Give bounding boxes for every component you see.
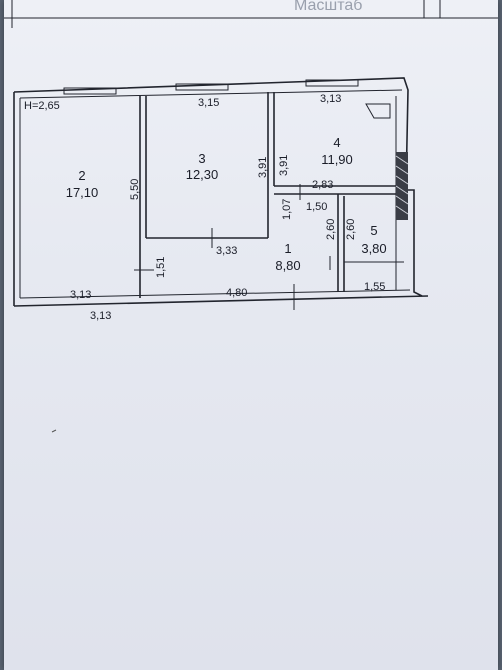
dimension-labels: 3,15 3,13 5,50 3,91 3,91 2,83 1,50 1,07 … <box>70 93 385 322</box>
dim-room3-top: 3,15 <box>198 97 219 109</box>
dim-room4-bottom: 2,83 <box>312 179 333 191</box>
windows <box>63 79 359 95</box>
header-frame: Масштаб <box>4 0 498 28</box>
room-1-area: 8,80 <box>275 258 300 273</box>
dim-room3-side: 3,91 <box>257 157 269 178</box>
room-1: 1 8,80 <box>275 241 300 273</box>
dim-corridor-b: 2,60 <box>345 219 357 240</box>
ventilation-shaft <box>395 152 409 220</box>
dim-room4-side: 3,91 <box>278 155 290 176</box>
dim-hall-bottom: 4,80 <box>226 287 247 299</box>
stamp-text: Масштаб <box>294 0 362 14</box>
dim-overall-bottom: 3,13 <box>90 310 111 322</box>
ceiling-height-label: H=2,65 <box>24 100 60 112</box>
room-5-number: 5 <box>370 223 377 238</box>
room-4-area: 11,90 <box>321 152 353 167</box>
floor-plan: Масштаб <box>4 0 498 433</box>
dim-room4-top: 3,13 <box>320 93 341 105</box>
dim-corridor-left: 1,07 <box>281 199 293 220</box>
room-2-number: 2 <box>78 168 85 183</box>
dim-room2-side: 5,50 <box>129 179 141 200</box>
room-5: 5 3,80 <box>361 223 386 256</box>
room-5-area: 3,80 <box>361 241 386 256</box>
dim-room3-bottom: 3,33 <box>216 245 237 257</box>
room-4-number: 4 <box>333 135 340 150</box>
dim-corridor-top: 1,50 <box>306 201 327 213</box>
dim-room5-bottom: 1,55 <box>364 281 385 293</box>
room-3: 3 12,30 <box>186 151 219 182</box>
dim-hall-left: 1,51 <box>155 257 167 278</box>
room-4: 4 11,90 <box>321 135 353 167</box>
paper-marks <box>51 429 57 433</box>
room-1-number: 1 <box>284 241 291 256</box>
paper-sheet: Масштаб <box>4 0 498 670</box>
dim-room2-bottom: 3,13 <box>70 289 91 301</box>
room-2-area: 17,10 <box>66 185 99 200</box>
dim-corridor-a: 2,60 <box>325 219 337 240</box>
room-3-area: 12,30 <box>186 167 219 182</box>
interior-walls <box>134 92 404 310</box>
room-3-number: 3 <box>198 151 205 166</box>
room-2: 2 17,10 <box>66 168 99 200</box>
